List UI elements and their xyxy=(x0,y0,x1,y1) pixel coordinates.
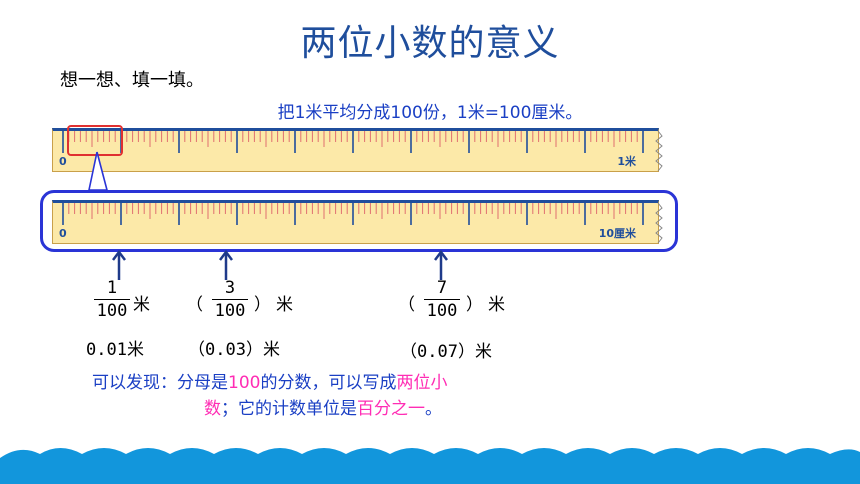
subtitle-text: 把1米平均分成100份，1米=100厘米。 xyxy=(277,103,583,123)
fraction-3-numerator: 7 xyxy=(436,278,448,298)
conclusion-highlight-two-decimal: 两位小 xyxy=(396,373,448,393)
fraction-1-numerator: 1 xyxy=(106,278,118,298)
conclusion-highlight-hundredth: 百分之一 xyxy=(357,399,425,419)
fraction-1-denominator: 100 xyxy=(96,301,128,321)
conclusion-part-6: ；它的计数单位是 xyxy=(221,399,357,419)
arrow-up-icon xyxy=(434,250,448,280)
fraction-2-unit: 米 xyxy=(276,295,293,315)
ruler-1-break-icon xyxy=(655,131,663,171)
fraction-3: 7 100 xyxy=(422,278,462,321)
conclusion-part-8: 。 xyxy=(425,399,442,419)
ruler-1-start-label: 0 xyxy=(59,155,67,168)
ruler-1-meter: 0 1米 xyxy=(52,128,663,172)
fraction-3-unit: 米 xyxy=(488,295,505,315)
page-title: 两位小数的意义 xyxy=(300,23,560,64)
conclusion-highlight-100: 100 xyxy=(228,373,261,393)
ruler-2-end-label: 10厘米 xyxy=(598,227,636,240)
ruler-2-ticks xyxy=(62,203,644,225)
decimal-1: 0.01米 xyxy=(86,340,144,360)
ruler-1-end-label: 1米 xyxy=(617,155,636,168)
conclusion-line-1: 可以发现：分母是100的分数，可以写成两位小 xyxy=(92,368,447,393)
fraction-2-numerator: 3 xyxy=(224,278,236,298)
arrow-up-icon xyxy=(219,250,233,280)
zoom-connector xyxy=(88,151,109,191)
conclusion-line-2: 数；它的计数单位是百分之一。 xyxy=(204,394,442,419)
conclusion-highlight-shu: 数 xyxy=(204,399,221,419)
arrow-up-icon xyxy=(112,250,126,280)
fraction-3-open-paren: （ xyxy=(398,295,415,315)
fraction-2-denominator: 100 xyxy=(214,301,246,321)
bottom-wave-band xyxy=(0,448,860,484)
fraction-2-close-paren: ） xyxy=(254,295,271,315)
fraction-3-denominator: 100 xyxy=(426,301,458,321)
conclusion-part-3: 的分数，可以写成 xyxy=(260,373,397,393)
fraction-1: 1 100 xyxy=(92,278,132,321)
fraction-1-unit: 米 xyxy=(133,295,150,315)
ruler-2-centimeter: 0 10厘米 xyxy=(52,200,663,244)
ruler-2-break-icon xyxy=(655,203,663,243)
zoom-frame xyxy=(40,190,678,252)
decimal-3: （0.07）米 xyxy=(400,342,492,362)
ruler-1-ticks xyxy=(62,131,644,153)
ruler-2-start-label: 0 xyxy=(59,227,67,240)
zoom-highlight-box xyxy=(67,125,123,156)
fraction-2: 3 100 xyxy=(210,278,250,321)
decimal-2: （0.03）米 xyxy=(188,340,280,360)
conclusion-part-1: 可以发现：分母是 xyxy=(92,373,228,393)
prompt-text: 想一想、填一填。 xyxy=(60,70,204,91)
fraction-3-close-paren: ） xyxy=(466,295,483,315)
fraction-2-open-paren: （ xyxy=(186,295,203,315)
